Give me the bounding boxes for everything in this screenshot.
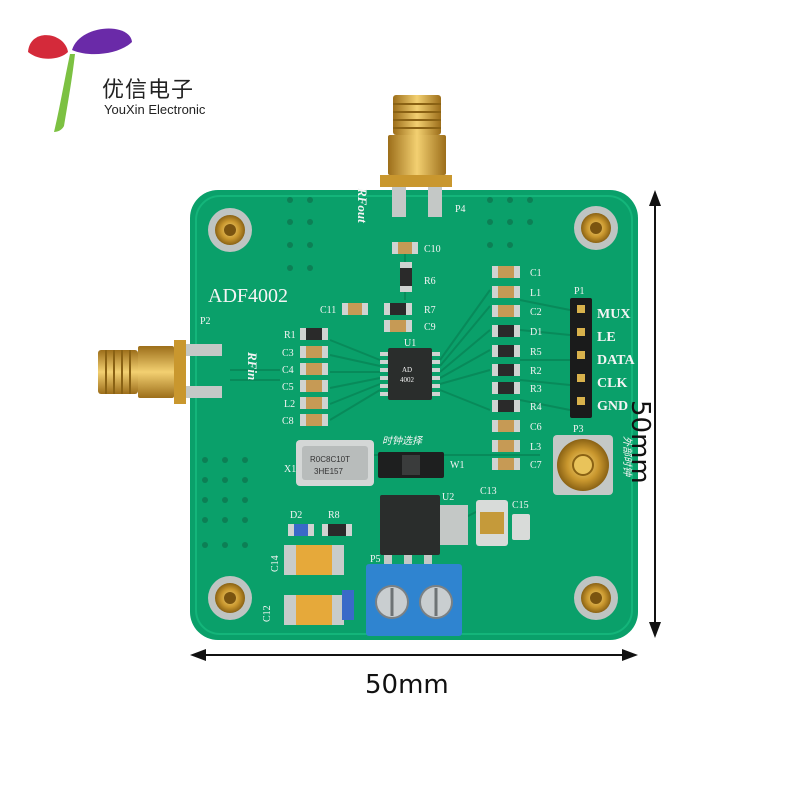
jumper-w1 <box>378 452 444 478</box>
terminal-block-p5 <box>366 564 462 636</box>
brand-name-en: YouXin Electronic <box>104 102 206 117</box>
brand-logo <box>28 28 132 132</box>
sma-connector-rfin <box>98 340 222 404</box>
dimension-lines <box>190 190 661 661</box>
tantalum-capacitors <box>284 500 530 625</box>
sma-connector-external-clock <box>553 435 613 495</box>
logo-red-petal <box>28 35 68 59</box>
sma-connector-rfout <box>380 95 452 217</box>
via-grid <box>202 197 533 548</box>
logo-purple-petal <box>72 28 132 55</box>
brand-name-cn: 优信电子 <box>102 78 195 103</box>
dimension-height-label: 50mm <box>625 400 655 484</box>
ic-u1 <box>380 348 440 400</box>
smd-top-area <box>342 242 418 332</box>
dimension-width-label: 50mm <box>365 670 449 700</box>
logo-green-stem <box>54 54 75 132</box>
crystal-x1 <box>296 440 374 486</box>
smd-bottom-area <box>288 524 354 620</box>
mounting-holes <box>208 206 618 620</box>
smd-left-column <box>300 328 328 426</box>
regulator-u2 <box>380 495 468 567</box>
pin-header-p1 <box>570 298 592 418</box>
smd-right-column <box>492 266 520 470</box>
